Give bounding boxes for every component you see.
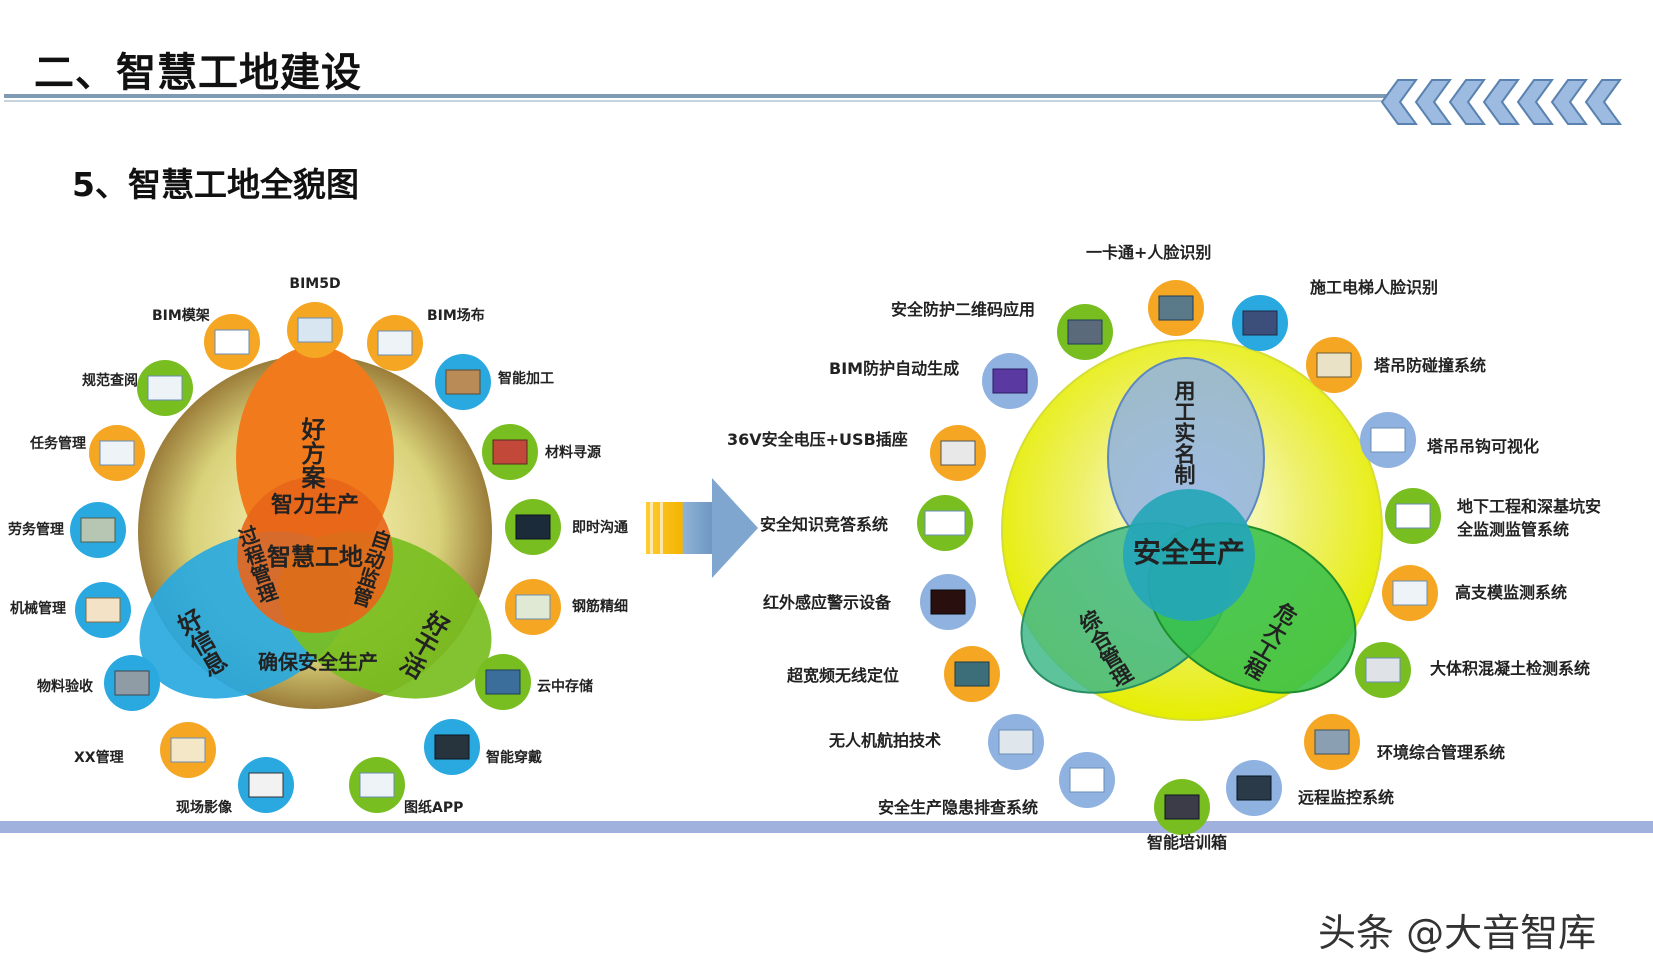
module-task-management[interactable]: 任务管理 xyxy=(29,425,145,481)
module-bim-formwork[interactable]: BIM模架 xyxy=(152,307,260,370)
module-material-inspection[interactable]: 物料验收 xyxy=(37,655,160,711)
module-site-imaging[interactable]: 现场影像 xyxy=(176,757,294,816)
svg-text:红外感应警示设备: 红外感应警示设备 xyxy=(763,593,892,612)
module-code-lookup[interactable]: 规范查阅 xyxy=(82,360,193,416)
module-bim-site-layout[interactable]: BIM场布 xyxy=(367,307,485,371)
module-qr-code-protection[interactable]: 安全防护二维码应用 xyxy=(891,300,1113,360)
left-top-ellipse-label: 好方案 xyxy=(297,417,326,489)
module-machinery-management[interactable]: 机械管理 xyxy=(10,582,131,638)
svg-text:劳务管理: 劳务管理 xyxy=(8,521,64,538)
module-cloud-storage[interactable]: 云中存储 xyxy=(475,654,593,710)
svg-text:超宽频无线定位: 超宽频无线定位 xyxy=(786,666,899,685)
svg-text:BIM5D: BIM5D xyxy=(289,276,340,292)
title-divider-shadow xyxy=(4,100,1399,102)
module-uwb-positioning[interactable]: 超宽频无线定位 xyxy=(786,646,1000,702)
section-subtitle: 5、智慧工地全貌图 xyxy=(72,165,359,204)
svg-text:材料寻源: 材料寻源 xyxy=(545,444,601,461)
module-safety-quiz[interactable]: 安全知识竞答系统 xyxy=(760,495,973,551)
chevron-decoration xyxy=(1380,79,1622,125)
left-bottom-label: 确保安全生产 xyxy=(258,650,378,674)
module-formwork-monitoring[interactable]: 高支模监测系统 xyxy=(1382,565,1567,621)
svg-text:任务管理: 任务管理 xyxy=(29,435,86,452)
svg-text:规范查阅: 规范查阅 xyxy=(82,372,138,389)
watermark: 头条 @大音智库 xyxy=(1318,911,1597,955)
module-instant-communication[interactable]: 即时沟通 xyxy=(505,499,628,555)
svg-text:远程监控系统: 远程监控系统 xyxy=(1298,788,1394,807)
right-center-label: 安全生产 xyxy=(1133,536,1245,569)
svg-text:BIM防护自动生成: BIM防护自动生成 xyxy=(829,359,959,378)
module-bim5d[interactable]: BIM5D xyxy=(287,276,343,358)
left-top-ellipse-caption: 智力生产 xyxy=(271,492,359,518)
left-venn-diagram: 好方案 智力生产 智慧工地 过程管理 自动监管 好信息 好干活 确保安全生产 xyxy=(138,346,492,709)
module-card-face-id[interactable]: 一卡通+人脸识别 xyxy=(1086,243,1211,336)
svg-text:塔吊防碰撞系统: 塔吊防碰撞系统 xyxy=(1374,356,1486,375)
module-xx-management[interactable]: XX管理 xyxy=(74,722,216,778)
module-crane-anticollision[interactable]: 塔吊防碰撞系统 xyxy=(1306,337,1486,393)
svg-text:XX管理: XX管理 xyxy=(74,749,124,766)
left-center-circle xyxy=(237,477,393,633)
right-top-label: 用工实名制 xyxy=(1172,380,1196,486)
module-36v-usb-socket[interactable]: 36V安全电压+USB插座 xyxy=(727,425,986,481)
module-concrete-monitoring[interactable]: 大体积混凝土检测系统 xyxy=(1355,642,1590,698)
svg-text:环境综合管理系统: 环境综合管理系统 xyxy=(1377,743,1505,762)
svg-text:机械管理: 机械管理 xyxy=(10,600,66,617)
svg-text:高支模监测系统: 高支模监测系统 xyxy=(1455,583,1567,602)
module-drone-photography[interactable]: 无人机航拍技术 xyxy=(828,714,1044,770)
svg-text:云中存储: 云中存储 xyxy=(537,678,593,695)
right-center-circle xyxy=(1123,489,1255,621)
svg-text:全监测监管系统: 全监测监管系统 xyxy=(1456,520,1569,539)
right-modules: 一卡通+人脸识别 施工电梯人脸识别 塔吊防碰撞系统 塔吊吊钩可视化 地下工程和深… xyxy=(727,243,1601,852)
module-remote-monitoring[interactable]: 远程监控系统 xyxy=(1226,760,1394,816)
svg-text:大体积混凝土检测系统: 大体积混凝土检测系统 xyxy=(1430,659,1590,678)
module-smart-training-box[interactable]: 智能培训箱 xyxy=(1147,779,1227,852)
module-underground-monitoring[interactable]: 地下工程和深基坑安 全监测监管系统 xyxy=(1385,488,1601,544)
svg-text:BIM场布: BIM场布 xyxy=(427,307,485,324)
svg-text:智能培训箱: 智能培训箱 xyxy=(1147,833,1227,852)
svg-text:塔吊吊钩可视化: 塔吊吊钩可视化 xyxy=(1427,437,1539,456)
title-divider xyxy=(4,94,1399,98)
module-infrared-warning[interactable]: 红外感应警示设备 xyxy=(763,574,976,630)
module-rebar-refinement[interactable]: 钢筋精细 xyxy=(505,579,628,635)
svg-text:即时沟通: 即时沟通 xyxy=(572,519,628,536)
page-title: 二、智慧工地建设 xyxy=(34,50,362,96)
svg-text:现场影像: 现场影像 xyxy=(176,799,233,816)
svg-text:施工电梯人脸识别: 施工电梯人脸识别 xyxy=(1310,278,1438,297)
bottom-band xyxy=(0,821,1653,833)
module-crane-hook-visual[interactable]: 塔吊吊钩可视化 xyxy=(1360,412,1539,468)
svg-text:无人机航拍技术: 无人机航拍技术 xyxy=(828,731,941,750)
svg-text:图纸APP: 图纸APP xyxy=(404,799,463,816)
module-drawings-app[interactable]: 图纸APP xyxy=(349,757,463,816)
module-environment-management[interactable]: 环境综合管理系统 xyxy=(1304,714,1505,770)
transition-arrow xyxy=(646,478,758,578)
module-labor-management[interactable]: 劳务管理 xyxy=(8,502,126,558)
svg-text:智能加工: 智能加工 xyxy=(497,370,554,387)
svg-text:智能穿戴: 智能穿戴 xyxy=(485,749,542,766)
svg-text:BIM模架: BIM模架 xyxy=(152,307,210,324)
svg-text:一卡通+人脸识别: 一卡通+人脸识别 xyxy=(1086,243,1211,262)
svg-text:物料验收: 物料验收 xyxy=(37,678,94,695)
module-material-sourcing[interactable]: 材料寻源 xyxy=(482,424,601,480)
svg-text:安全知识竞答系统: 安全知识竞答系统 xyxy=(760,515,888,534)
svg-text:钢筋精细: 钢筋精细 xyxy=(572,598,628,615)
module-smart-wearables[interactable]: 智能穿戴 xyxy=(424,719,542,775)
svg-text:安全防护二维码应用: 安全防护二维码应用 xyxy=(891,300,1035,319)
module-smart-processing[interactable]: 智能加工 xyxy=(435,354,554,410)
module-hazard-inspection[interactable]: 安全生产隐患排查系统 xyxy=(878,752,1115,817)
right-venn-diagram: 用工实名制 安全生产 综合管理 危大工程 xyxy=(1001,339,1383,721)
module-elevator-face-id[interactable]: 施工电梯人脸识别 xyxy=(1232,278,1438,351)
svg-text:地下工程和深基坑安: 地下工程和深基坑安 xyxy=(1457,497,1601,516)
left-modules: BIM5D BIM场布 智能加工 材料寻源 即时沟通 钢筋精细 云中存储 智能 xyxy=(8,276,628,816)
left-center-label: 智慧工地 xyxy=(267,543,363,571)
svg-text:安全生产隐患排查系统: 安全生产隐患排查系统 xyxy=(878,798,1038,817)
svg-text:36V安全电压+USB插座: 36V安全电压+USB插座 xyxy=(727,430,908,449)
module-bim-protection-auto[interactable]: BIM防护自动生成 xyxy=(829,353,1038,409)
